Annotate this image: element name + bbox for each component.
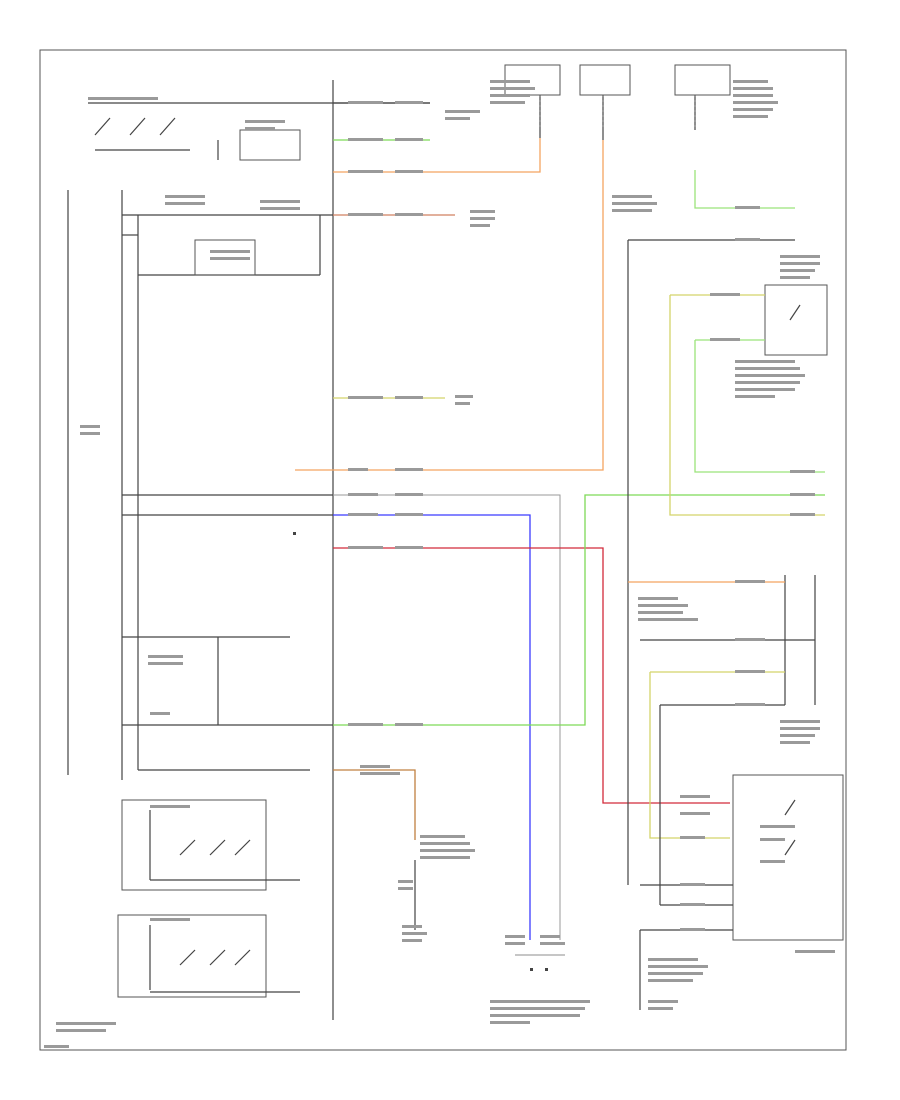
wire-green-right-1 [694, 170, 795, 209]
switch-box-lower-2 [117, 914, 267, 998]
left-switch-section [67, 80, 430, 1020]
wire-red [333, 547, 730, 804]
wire-orange-long [295, 140, 604, 471]
wire-brown-lower [333, 769, 416, 840]
wire-green-lower [333, 494, 825, 726]
wire-gray-1 [333, 494, 561, 940]
wire-blue [333, 514, 531, 940]
wire-yellow-right [669, 295, 825, 516]
colored-wires [295, 102, 825, 940]
switch-box-right [764, 284, 828, 356]
fuse-block [504, 64, 731, 140]
wire-orange-top [333, 138, 541, 173]
relay-box [194, 239, 256, 276]
label-marks [44, 80, 835, 1048]
diagram-frame [39, 49, 847, 1051]
switch-box-lower-1 [121, 799, 267, 891]
switch-box-bottom-right [732, 774, 844, 941]
switch-box-top [239, 129, 301, 161]
bottom-connector [515, 954, 565, 971]
wire-green-right-2 [694, 340, 825, 473]
